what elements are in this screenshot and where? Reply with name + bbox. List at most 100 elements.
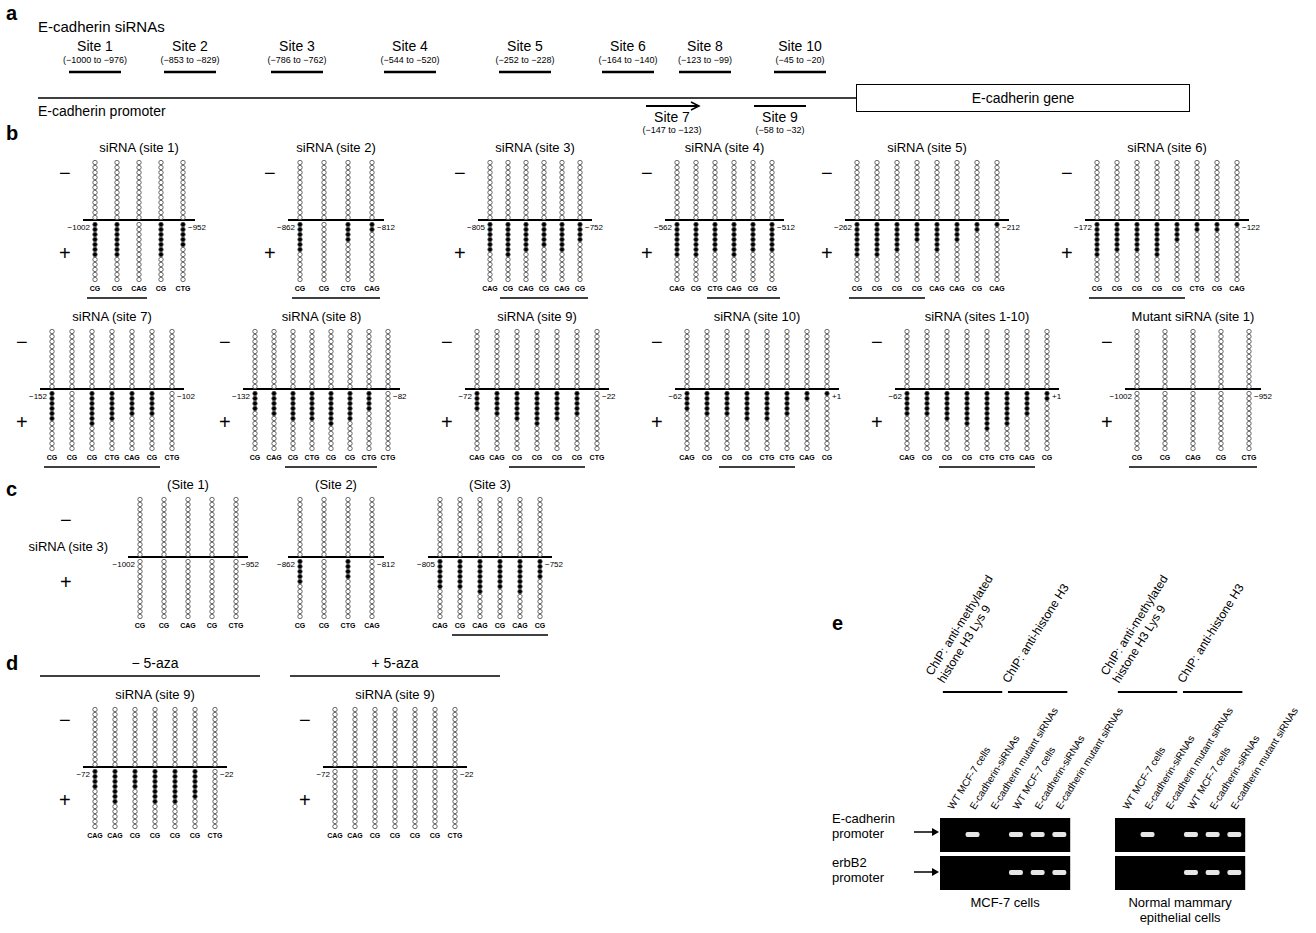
cpg-circle xyxy=(329,436,333,440)
cpg-circle xyxy=(995,190,999,194)
cpg-circle xyxy=(542,185,546,189)
cpg-circle xyxy=(915,180,919,184)
cpg-circle xyxy=(578,205,582,209)
cpg-circle xyxy=(506,257,510,261)
cpg-circle xyxy=(542,175,546,179)
cpg-circle xyxy=(1195,222,1199,226)
cpg-circle xyxy=(995,277,999,281)
cpg-circle xyxy=(1215,227,1219,231)
cpg-circle xyxy=(805,396,809,400)
cpg-circle xyxy=(346,165,350,169)
cpg-circle xyxy=(1045,441,1049,445)
cpg-circle xyxy=(170,369,174,373)
cpg-circle xyxy=(694,267,698,271)
cpg-circle xyxy=(685,391,689,395)
cpg-circle xyxy=(130,374,134,378)
cpg-circle xyxy=(322,170,326,174)
cpg-circle xyxy=(181,170,185,174)
cpg-circle xyxy=(905,426,909,430)
cpg-circle xyxy=(805,441,809,445)
cpg-circle xyxy=(150,391,154,395)
cpg-circle xyxy=(159,205,163,209)
cpg-circle xyxy=(935,165,939,169)
cpg-circle xyxy=(675,237,679,241)
cpg-circle xyxy=(1005,431,1009,435)
cpg-circle xyxy=(488,215,492,219)
cpg-circle xyxy=(90,401,94,405)
cpg-circle xyxy=(110,446,114,450)
cpg-circle xyxy=(935,222,939,226)
cpg-circle xyxy=(925,391,929,395)
cpg-circle xyxy=(137,277,141,281)
cpg-circle xyxy=(1195,247,1199,251)
cpg-circle xyxy=(955,205,959,209)
cpg-circle xyxy=(1235,247,1239,251)
cpg-circle xyxy=(524,205,528,209)
cpg-circle xyxy=(575,379,579,383)
cpg-circle xyxy=(1155,242,1159,246)
cpg-circle xyxy=(322,175,326,179)
cpg-circle xyxy=(1219,339,1223,343)
cpg-circle xyxy=(975,277,979,281)
cpg-circle xyxy=(1235,190,1239,194)
cpg-circle xyxy=(785,329,789,333)
cpg-circle xyxy=(915,185,919,189)
cpg-circle xyxy=(825,369,829,373)
cpg-circle xyxy=(1025,396,1029,400)
cpg-circle xyxy=(805,374,809,378)
cpg-circle xyxy=(955,215,959,219)
cpg-circle xyxy=(115,227,119,231)
cpg-circle xyxy=(555,344,559,348)
cpg-circle xyxy=(1163,441,1167,445)
cpg-circle xyxy=(90,411,94,415)
cpg-column xyxy=(137,160,141,281)
cpg-circle xyxy=(995,160,999,164)
cpg-circle xyxy=(1005,401,1009,405)
cpg-circle xyxy=(253,354,257,358)
cpg-circle xyxy=(115,232,119,236)
cpg-circle xyxy=(705,411,709,415)
cpg-circle xyxy=(298,200,302,204)
cpg-circle xyxy=(386,436,390,440)
cpg-circle xyxy=(346,252,350,256)
cpg-circle xyxy=(965,369,969,373)
cpg-circle xyxy=(93,237,97,241)
cpg-circle xyxy=(805,334,809,338)
cpg-circle xyxy=(90,391,94,395)
cpg-circle xyxy=(348,406,352,410)
cpg-circle xyxy=(1135,364,1139,368)
cpg-circle xyxy=(386,416,390,420)
cpg-circle xyxy=(855,215,859,219)
cpg-circle xyxy=(925,349,929,353)
cpg-circle xyxy=(1175,262,1179,266)
cpg-circle xyxy=(825,334,829,338)
cpg-circle xyxy=(555,391,559,395)
cpg-circle xyxy=(181,200,185,204)
cpg-circle xyxy=(1175,180,1179,184)
cpg-circle xyxy=(955,200,959,204)
cpg-circle xyxy=(995,262,999,266)
cpg-circle xyxy=(272,339,276,343)
divider-line xyxy=(895,388,1059,390)
cpg-circle xyxy=(348,431,352,435)
cpg-circle xyxy=(1095,190,1099,194)
site-bar xyxy=(499,71,551,74)
cpg-circle xyxy=(1095,222,1099,226)
cpg-circle xyxy=(915,277,919,281)
cpg-circle xyxy=(70,401,74,405)
cpg-circle xyxy=(725,349,729,353)
cpg-circle xyxy=(90,441,94,445)
cpg-circle xyxy=(1215,170,1219,174)
cpg-circle xyxy=(1005,354,1009,358)
cpg-circle xyxy=(765,379,769,383)
cpg-circle xyxy=(348,426,352,430)
cpg-circle xyxy=(785,334,789,338)
cpg-circle xyxy=(50,374,54,378)
cpg-circle xyxy=(578,175,582,179)
cpg-circle xyxy=(1191,384,1195,388)
cpg-circle xyxy=(965,441,969,445)
cpg-circle xyxy=(1095,237,1099,241)
cpg-circle xyxy=(1045,426,1049,430)
cpg-circle xyxy=(1155,267,1159,271)
cpg-column xyxy=(915,160,919,281)
